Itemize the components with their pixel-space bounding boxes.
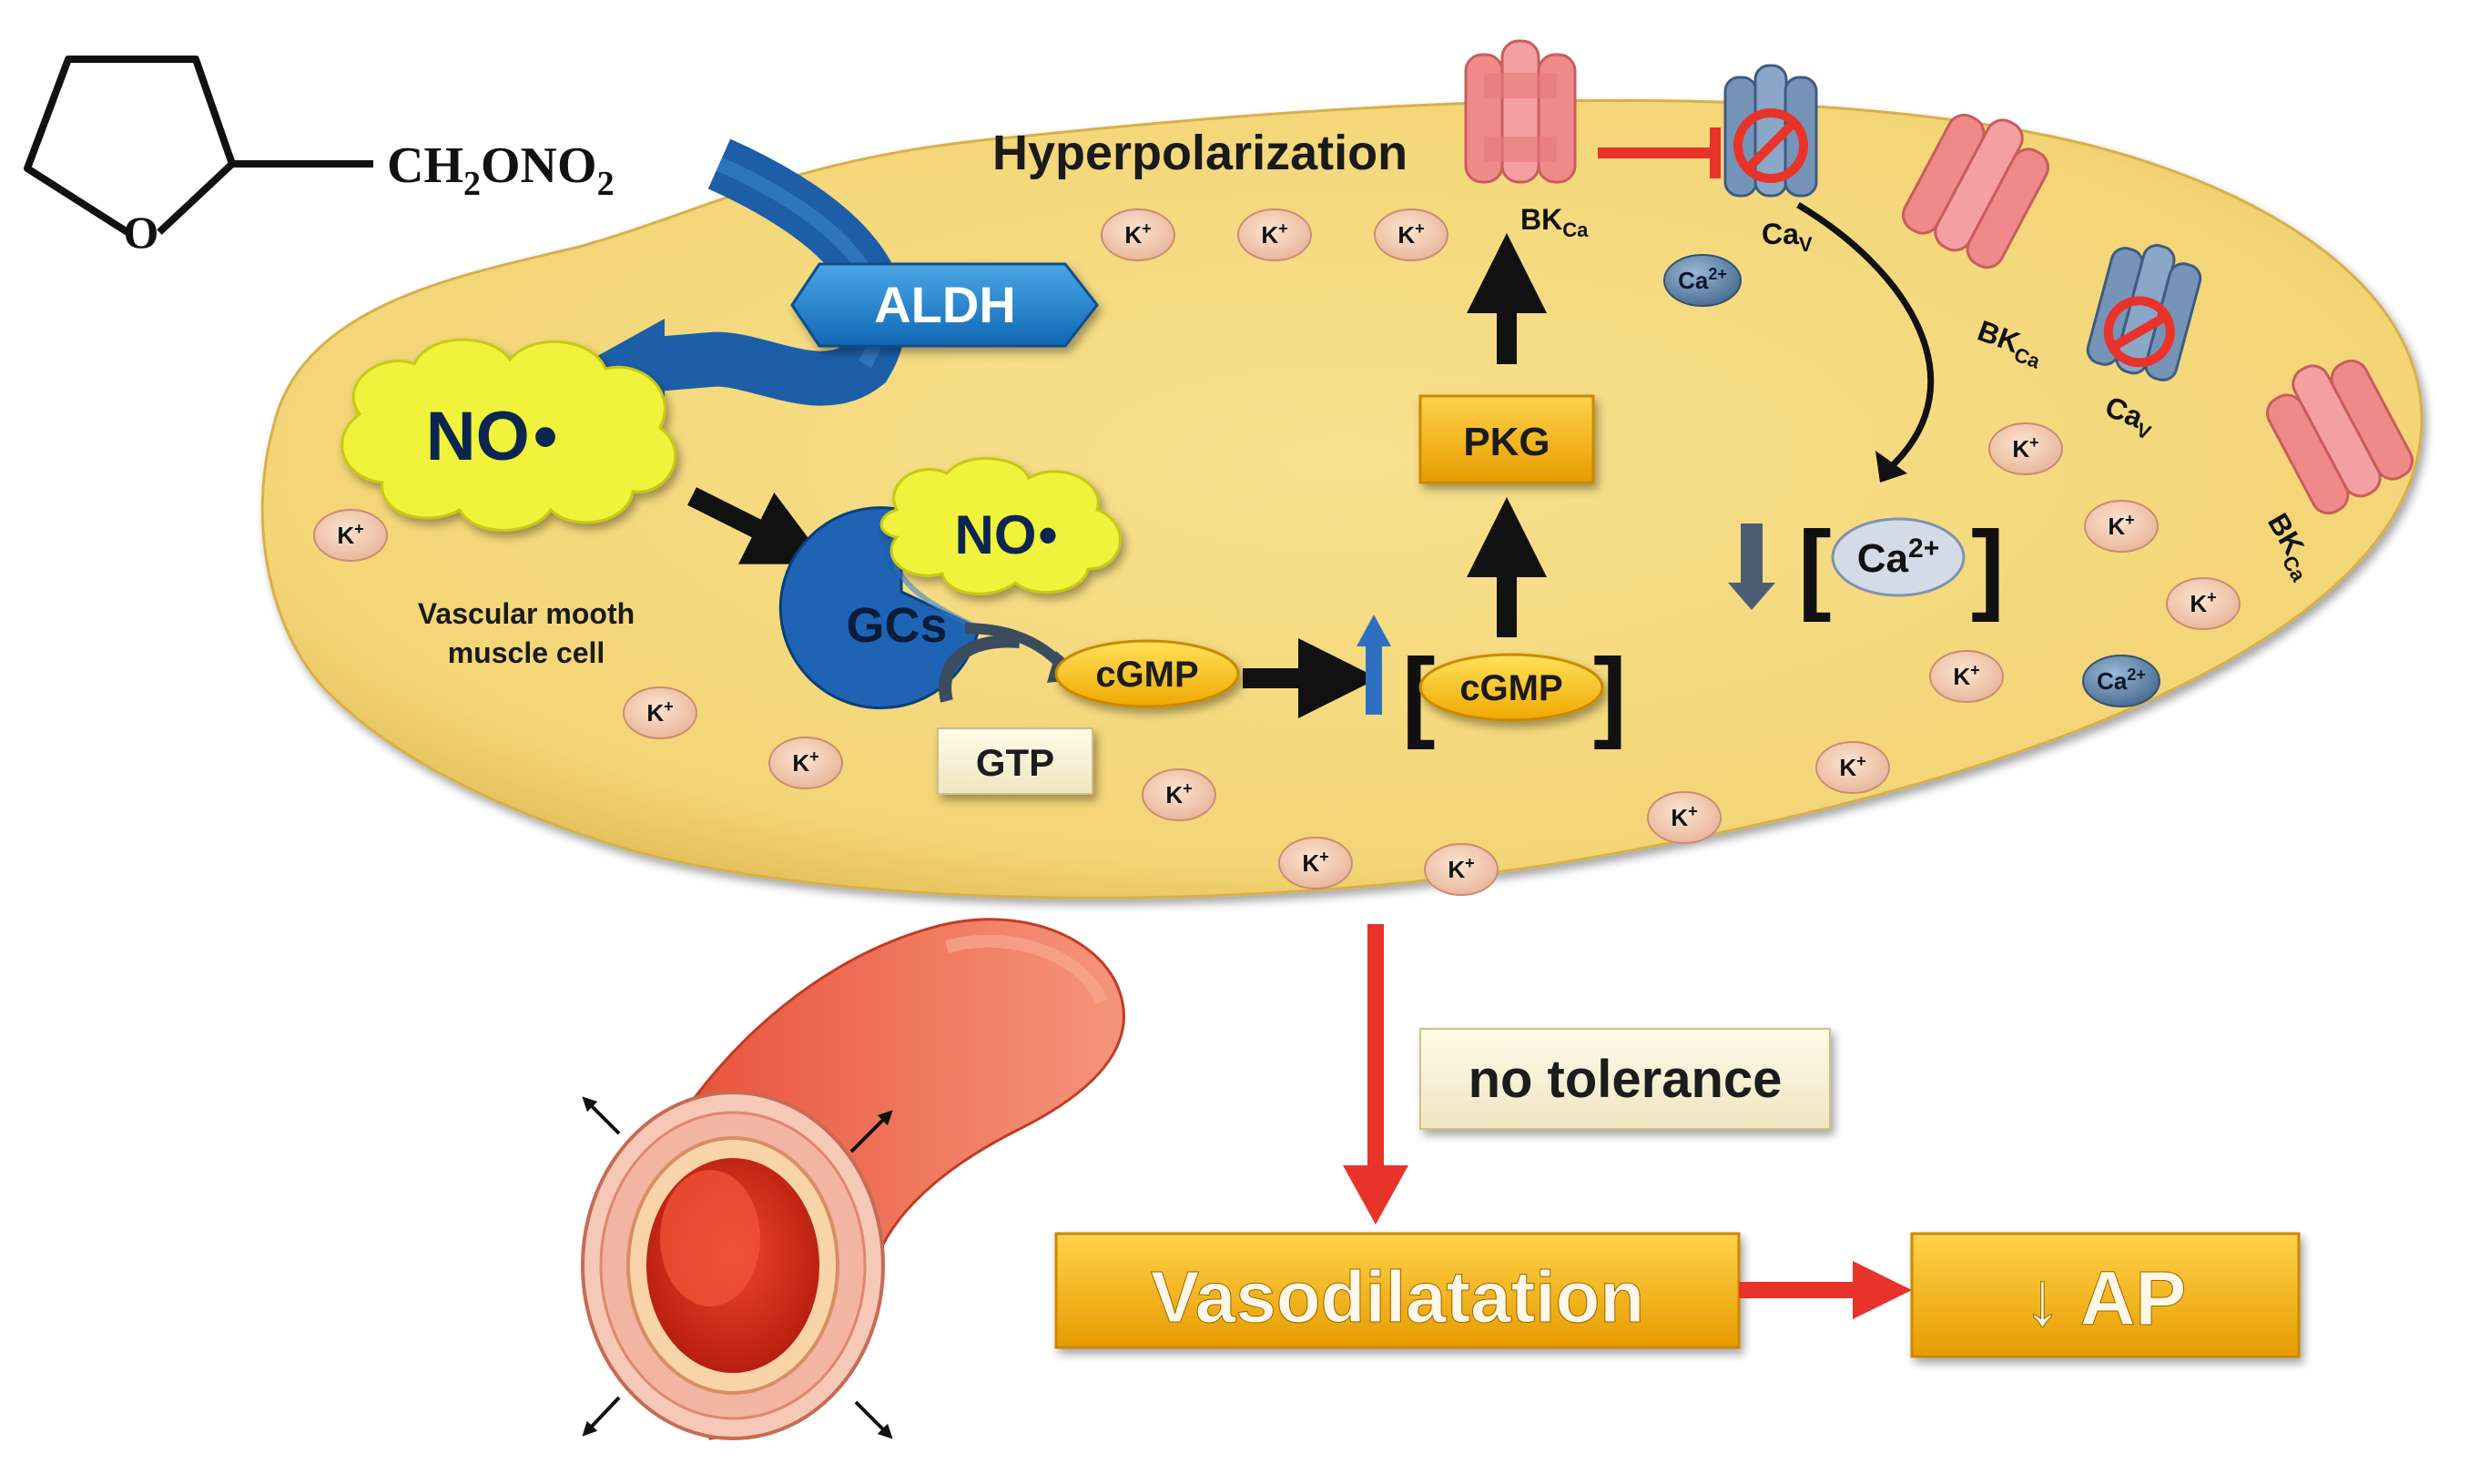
tetrahydrofurfuryl-nitrate-structure: O CH2ONO2 xyxy=(24,56,615,258)
ring-oxygen-label: O xyxy=(124,207,159,258)
potassium-ion: K+ xyxy=(2166,577,2241,630)
potassium-ion: K+ xyxy=(1142,768,1216,821)
svg-text:K+: K+ xyxy=(2190,588,2216,617)
potassium-ion: K+ xyxy=(1929,650,2004,703)
svg-text:K+: K+ xyxy=(792,747,818,777)
svg-text:K+: K+ xyxy=(1165,779,1192,808)
blood-vessel-illustration xyxy=(581,918,1125,1440)
potassium-ion: K+ xyxy=(1647,791,1722,844)
svg-text:Ca2+: Ca2+ xyxy=(2097,666,2146,695)
cav-to-calcium-curve xyxy=(1796,201,1935,467)
ap-label: ↓ AP xyxy=(2024,1255,2187,1341)
vasodilatation-label: Vasodilatation xyxy=(1151,1256,1644,1337)
svg-text:K+: K+ xyxy=(2108,511,2134,540)
vasodilatation-box: Vasodilatation xyxy=(1054,1232,1741,1349)
cgmp-concentration: [ cGMP ] xyxy=(1402,638,1627,750)
right-bracket: ] xyxy=(1593,638,1627,750)
potassium-ion: K+ xyxy=(1374,208,1448,261)
ca-right-bracket: ] xyxy=(1971,511,2005,623)
calcium-ion: Ca2+ xyxy=(1663,254,1742,307)
aldh-enzyme-badge: ALDH xyxy=(790,262,1099,348)
pkg-label: PKG xyxy=(1463,420,1550,464)
no-tolerance-label: no tolerance xyxy=(1469,1050,1783,1109)
calcium-concentration-label: Ca2+ xyxy=(1857,534,1939,581)
potassium-ions: K+ K+ K+ K+ K+ K+ K+ K+ K+ K+ K+ K+ K+ K+ K+ xyxy=(313,208,2241,896)
inhibition-arrow xyxy=(1598,127,1721,178)
potassium-ion: K+ xyxy=(1278,837,1353,889)
svg-text:Ca2+: Ca2+ xyxy=(1678,265,1727,294)
potassium-ion: K+ xyxy=(2084,500,2159,553)
to-ap-arrow xyxy=(1739,1261,1912,1319)
increase-indicator-icon xyxy=(1357,615,1391,715)
gtp-to-cgmp-curve xyxy=(939,635,1021,703)
cgmp-concentration-label: cGMP xyxy=(1459,668,1562,708)
calcium-decrease-indicator-icon xyxy=(1728,523,1775,610)
cgmp-molecule: cGMP xyxy=(1054,639,1240,708)
cav-label-top: CaV xyxy=(1762,218,1813,256)
svg-text:K+: K+ xyxy=(2012,433,2038,462)
svg-text:K+: K+ xyxy=(1261,219,1287,249)
no-radical-label: NO• xyxy=(426,398,558,475)
cell-label-line2: muscle cell xyxy=(448,636,605,669)
aldh-label: ALDH xyxy=(874,276,1016,333)
svg-text:K+: K+ xyxy=(1839,752,1865,781)
svg-text:K+: K+ xyxy=(1397,219,1424,249)
nitrate-formula: CH2ONO2 xyxy=(387,137,615,203)
gtp-label: GTP xyxy=(976,741,1054,784)
ap-box: ↓ AP xyxy=(1910,1232,2301,1358)
calcium-ions: Ca2+ Ca2+ xyxy=(1663,254,2160,707)
pkg-box: PKG xyxy=(1418,394,1595,484)
hyperpolarization-label: Hyperpolarization xyxy=(992,126,1408,180)
gcs-label: GCs xyxy=(846,598,947,653)
svg-text:K+: K+ xyxy=(337,520,363,549)
no-tolerance-box: no tolerance xyxy=(1419,1028,1831,1130)
cell-label-line1: Vascular mooth xyxy=(418,597,635,630)
bound-no-radical-cloud: NO• xyxy=(879,457,1122,595)
to-vasodilatation-arrow xyxy=(1343,924,1408,1225)
calcium-concentration: [ Ca2+ ] xyxy=(1798,511,2005,623)
svg-text:K+: K+ xyxy=(646,697,673,727)
svg-text:K+: K+ xyxy=(1953,661,1979,690)
bkca-channel-top xyxy=(1464,39,1577,184)
vessel-expansion-arrows xyxy=(582,1096,893,1439)
ca-left-bracket: [ xyxy=(1798,511,1832,623)
cgmp-label: cGMP xyxy=(1095,655,1198,695)
bound-no-radical-label: NO• xyxy=(954,504,1057,565)
cav-channel-top xyxy=(1723,64,1818,198)
cav-channel-right xyxy=(2086,244,2202,381)
calcium-arrowhead xyxy=(1875,451,1907,483)
svg-text:K+: K+ xyxy=(1448,854,1474,883)
potassium-ion: K+ xyxy=(623,686,697,739)
no-to-gcs-arrow xyxy=(687,487,828,564)
potassium-ion: K+ xyxy=(1424,843,1499,896)
svg-text:K+: K+ xyxy=(1302,848,1328,877)
bkca-channel-right-1 xyxy=(1902,113,2049,269)
svg-text:K+: K+ xyxy=(1124,219,1151,249)
potassium-ion: K+ xyxy=(1815,741,1890,794)
potassium-ion: K+ xyxy=(313,509,388,562)
gtp-box: GTP xyxy=(937,727,1093,795)
bkca-label-top: BKCa xyxy=(1520,203,1589,241)
no-radical-cloud: NO• xyxy=(340,338,677,532)
calcium-ion: Ca2+ xyxy=(2082,655,2160,707)
svg-text:K+: K+ xyxy=(1671,802,1697,831)
potassium-ion: K+ xyxy=(768,737,843,789)
potassium-ion: K+ xyxy=(1988,422,2063,475)
potassium-ion: K+ xyxy=(1237,208,1312,261)
potassium-ion: K+ xyxy=(1101,208,1175,261)
bkca-channel-right-2 xyxy=(2266,359,2414,515)
